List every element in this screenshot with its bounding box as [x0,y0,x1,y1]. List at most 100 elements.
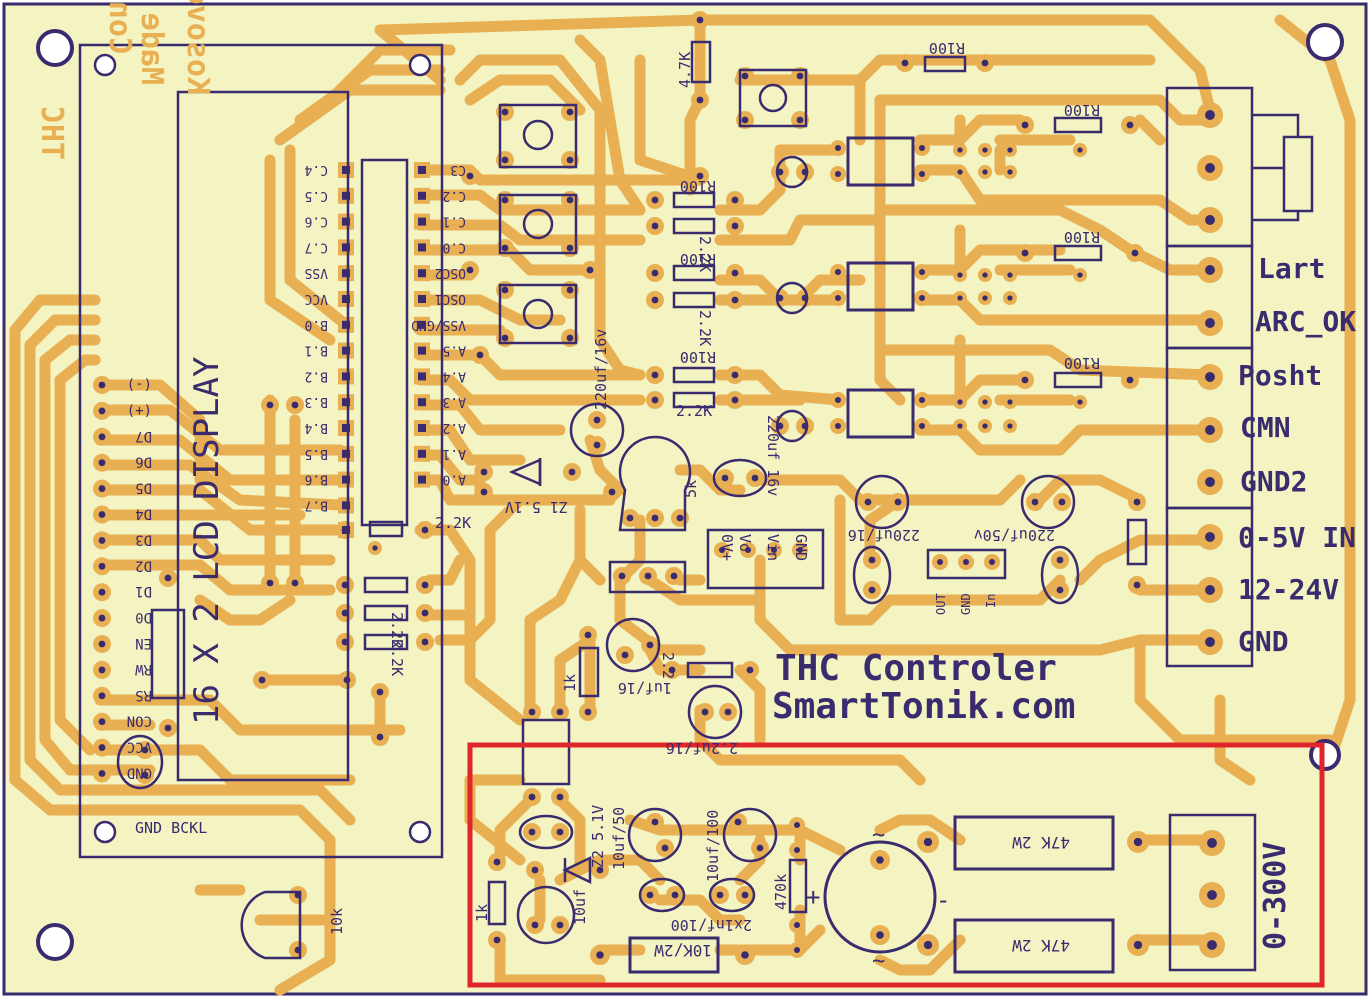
mcu-right-label: A.5 [443,343,466,358]
drill-hole [1077,147,1083,153]
drill-hole [501,286,509,294]
drill-hole [731,269,739,277]
copper-traces [9,14,1356,996]
drill-hole [556,708,564,716]
label-1uf-16: 1uf/16 [618,679,672,697]
drill-hole [918,170,926,178]
mirrored-credit: THC Controler Made in Kosovo [34,0,215,160]
drill-hole [876,856,884,864]
terminal-lart: Lart [1258,252,1325,285]
drill-hole [98,588,106,596]
drill-hole [651,222,659,230]
drill-hole [1133,940,1143,950]
label-conn-vin: Vin [764,534,782,561]
drill-hole [796,116,804,124]
drill-hole [258,676,266,684]
credit-kosovo: Kosovo [180,0,215,95]
label-pot-5k: 5k [682,480,700,498]
drill-hole [586,266,594,274]
mcu-left-label: B.4 [304,420,328,435]
drill-hole [418,449,426,458]
drill-hole [1133,837,1143,847]
mcu-right-label: OSC2 [435,265,466,280]
label-bridge-ac-top: ~ [872,823,885,848]
label-10uf-100: 10uf/100 [704,810,722,882]
drill-hole [1077,272,1083,278]
label-2-2k-b: 2.2K [696,310,714,346]
drill-hole [342,424,350,432]
label-2-2k-row-c: 2.2K [388,640,406,676]
lcd-pin-label: VCC [127,739,152,755]
label-1k-a: 1k [561,674,579,692]
label-2-2k-row-b: 2.2K [388,612,406,648]
drill-hole [770,546,778,554]
label-reg-in: In [984,594,998,608]
label-470k: 470k [772,874,790,910]
drill-hole [1021,121,1029,129]
drill-hole [746,666,754,674]
drill-hole [341,638,349,646]
label-47k-2w-a: 47K 2W [1012,833,1070,852]
drill-hole [528,708,536,716]
drill-hole [962,558,970,566]
drill-hole [834,396,842,404]
drill-hole [98,744,106,752]
drill-hole [98,640,106,648]
drill-hole [894,498,902,506]
label-cap-220-16v: 220uf/16v [592,329,610,410]
drill-hole [901,59,909,67]
label-r100-a: R100 [680,177,716,195]
drill-hole [568,468,576,476]
drill-hole [876,931,884,939]
drill-hole [501,334,509,342]
drill-hole [982,169,988,175]
drill-hole [98,381,106,389]
drill-hole [556,921,564,929]
drill-hole [376,688,384,696]
drill-hole [1205,163,1215,173]
drill-hole [793,946,801,954]
mcu-left-label: C.5 [305,188,328,203]
drill-hole [741,116,749,124]
terminal-posht: Posht [1238,359,1322,392]
drill-hole [661,844,669,852]
board-title: THC Controler [775,648,1057,689]
drill-hole [982,147,988,153]
drill-hole [646,641,654,649]
drill-hole [741,72,749,80]
lcd-pin-label: RW [135,661,152,677]
drill-hole [981,59,989,67]
drill-hole [501,156,509,164]
label-r100-e: R100 [1064,228,1100,246]
drill-hole [566,286,574,294]
silkscreen-text: THC Controler SmartTonik.com THC Control… [34,0,1356,974]
drill-hole [1031,498,1039,506]
drill-hole [342,166,350,174]
drill-hole [466,266,474,274]
lcd-pin-label: D1 [135,583,152,599]
mcu-right-label: OSC1 [435,291,466,306]
drill-hole [1205,637,1215,647]
mcu-left-label: B.6 [305,472,328,487]
mcu-left-label: B.5 [305,446,328,461]
drill-hole [793,921,801,929]
drill-hole [480,468,488,476]
mcu-right-label: C3 [450,162,466,177]
drill-hole [651,196,659,204]
lcd-pin-label: D4 [135,506,152,522]
drill-hole [1205,585,1215,595]
drill-hole [1056,586,1064,594]
drill-hole [731,396,739,404]
drill-hole [566,244,574,252]
drill-hole [342,243,350,252]
drill-hole [342,269,350,278]
drill-hole [98,433,106,441]
terminal-gnd2: GND2 [1240,465,1307,498]
drill-hole [670,572,678,580]
drill-hole [1021,376,1029,384]
drill-hole [626,514,634,522]
drill-hole [418,295,426,303]
drill-hole [531,921,539,929]
drill-hole [731,296,739,304]
drill-hole [98,666,106,674]
